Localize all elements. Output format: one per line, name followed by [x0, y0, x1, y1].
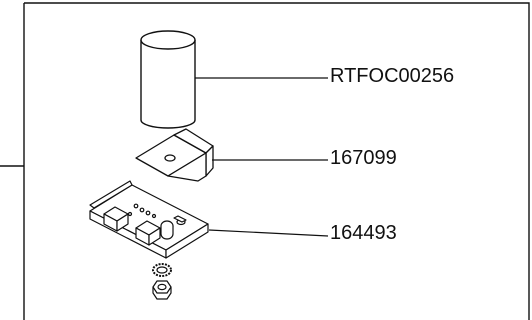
- bracket-part: [135, 128, 214, 182]
- leader-lines: [195, 77, 329, 237]
- part-number-label-bracket: 167099: [330, 147, 397, 169]
- part-number-label-cylinder: RTFOC00256: [330, 65, 455, 87]
- hex-nut-part: [152, 280, 172, 300]
- lock-washer-part: [152, 263, 172, 277]
- cylinder-part: [140, 30, 196, 129]
- part-number-label-board: 164493: [330, 222, 397, 244]
- board-part: [89, 180, 209, 259]
